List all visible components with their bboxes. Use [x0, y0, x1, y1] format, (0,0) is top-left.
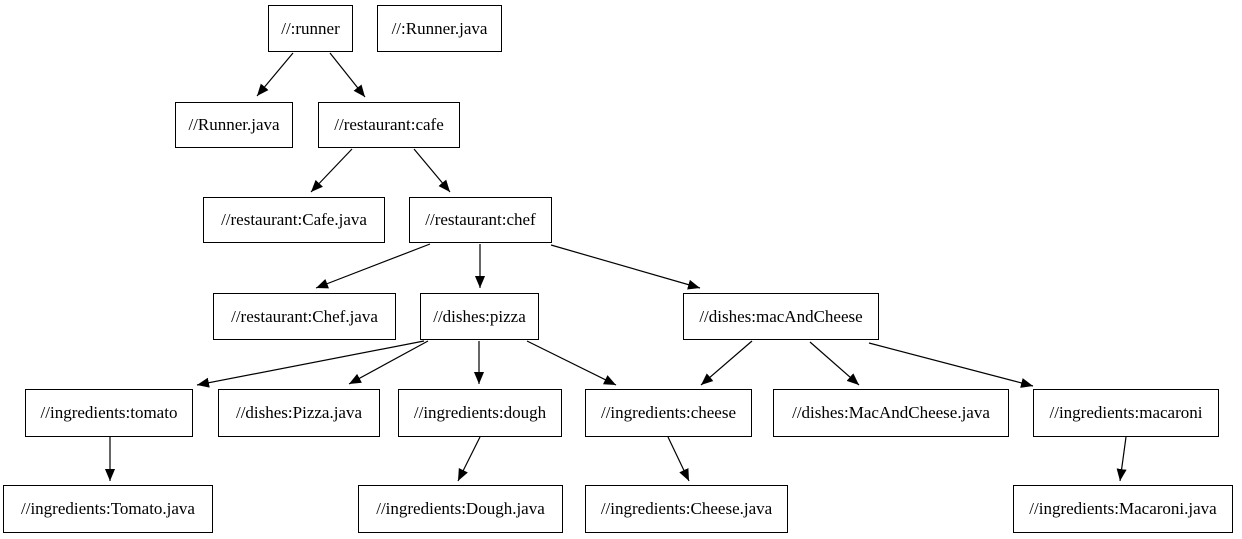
edge-mac-and-cheese-to-macaroni: [868, 342, 1034, 388]
edge-macaroni-to-macaroni-java: [1116, 436, 1127, 482]
graph-node-tomato-java: //ingredients:Tomato.java: [3, 485, 213, 533]
graph-node-tomato: //ingredients:tomato: [25, 389, 193, 437]
graph-node-macaroni: //ingredients:macaroni: [1033, 389, 1219, 437]
graph-node-mac-and-cheese: //dishes:macAndCheese: [683, 293, 879, 340]
edge-cheese-to-cheese-java: [667, 436, 690, 482]
graph-node-cafe: //restaurant:cafe: [318, 102, 460, 148]
edge-pizza-to-cheese: [526, 340, 617, 386]
edge-chef-to-mac-and-cheese: [550, 244, 701, 290]
edge-cafe-to-chef: [413, 148, 451, 193]
edge-mac-and-cheese-to-cheese: [700, 340, 753, 386]
graph-node-cafe-java: //restaurant:Cafe.java: [203, 197, 385, 243]
graph-node-cheese-java: //ingredients:Cheese.java: [585, 485, 788, 533]
edge-pizza-to-tomato: [196, 340, 425, 388]
edge-cafe-to-cafe-java: [310, 148, 353, 193]
graph-node-runner: //:runner: [268, 5, 353, 52]
edge-runner-to-cafe: [329, 52, 366, 98]
edge-pizza-to-pizza-java: [348, 340, 429, 385]
graph-node-mac-and-cheese-java: //dishes:MacAndCheese.java: [773, 389, 1009, 437]
graph-node-runner-java: //Runner.java: [175, 102, 293, 148]
graph-node-macaroni-java: //ingredients:Macaroni.java: [1013, 485, 1233, 533]
edge-runner-to-runner-java: [256, 52, 294, 97]
graph-node-dough: //ingredients:dough: [398, 389, 562, 437]
edge-dough-to-dough-java: [457, 436, 481, 482]
graph-node-dough-java: //ingredients:Dough.java: [358, 485, 563, 533]
edge-mac-and-cheese-to-mac-and-cheese-java: [809, 341, 860, 386]
graph-node-pizza-java: //dishes:Pizza.java: [218, 389, 380, 437]
graph-node-chef: //restaurant:chef: [409, 197, 552, 243]
graph-node-pizza: //dishes:pizza: [420, 293, 539, 340]
graph-node-cheese: //ingredients:cheese: [585, 389, 752, 437]
edge-chef-to-chef-java: [315, 243, 431, 289]
graph-node-chef-java: //restaurant:Chef.java: [213, 293, 396, 340]
graph-node-runner-java-src: //:Runner.java: [377, 5, 502, 52]
